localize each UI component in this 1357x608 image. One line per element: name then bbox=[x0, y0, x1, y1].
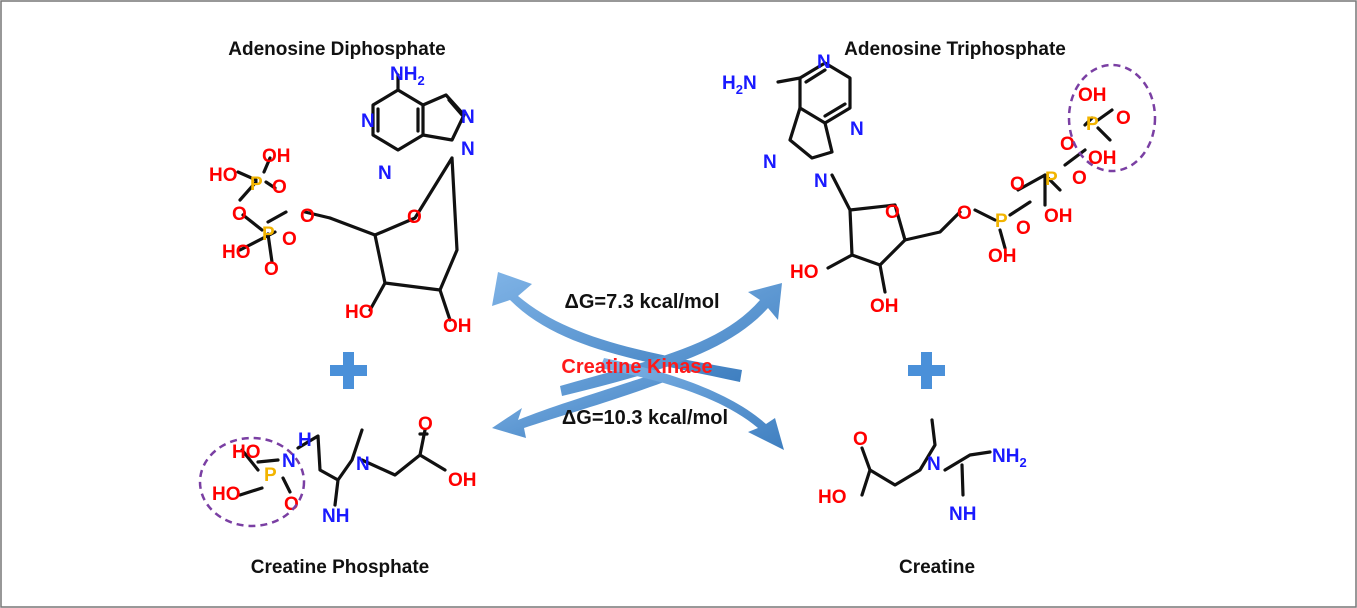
creatine-phosphate-structure: H N N NH O OH HO P HO O bbox=[198, 414, 477, 528]
adp-title: Adenosine Diphosphate bbox=[228, 39, 445, 60]
atp-o-label: O bbox=[1010, 174, 1025, 195]
atp-phosphate-highlight bbox=[1067, 63, 1157, 173]
dg-forward-label: ΔG=7.3 kcal/mol bbox=[564, 291, 719, 313]
adp-n-label: N bbox=[461, 139, 475, 160]
adp-oh-label: OH bbox=[262, 146, 291, 167]
adp-n-label: N bbox=[361, 111, 375, 132]
adp-p-label: P bbox=[262, 224, 275, 245]
atp-oh-label: OH bbox=[1088, 148, 1117, 169]
creatine-title: Creatine bbox=[899, 557, 975, 578]
atp-o-label: O bbox=[957, 203, 972, 224]
adp-o-label: O bbox=[407, 207, 422, 228]
adp-ho-label: HO bbox=[209, 165, 238, 186]
cp-ho-label: HO bbox=[212, 484, 241, 505]
cp-n-label: N bbox=[282, 451, 296, 472]
creatine-n-label: N bbox=[927, 454, 941, 475]
cp-n-label: N bbox=[356, 454, 370, 475]
adp-ho-label: HO bbox=[222, 242, 251, 263]
cp-o-label: O bbox=[418, 414, 433, 435]
atp-oh-label: OH bbox=[1044, 206, 1073, 227]
atp-n-label: N bbox=[763, 152, 777, 173]
arrow-to-creatine bbox=[600, 358, 784, 450]
atp-o-label: O bbox=[1016, 218, 1031, 239]
atp-structure: H2N N N N N O HO OH O P O OH O P O OH O … bbox=[722, 52, 1157, 317]
adp-ho-label: HO bbox=[345, 302, 374, 323]
cp-p-label: P bbox=[264, 465, 277, 486]
cp-nh-label: NH bbox=[322, 506, 349, 527]
atp-p-label: P bbox=[995, 211, 1008, 232]
adp-o-label: O bbox=[264, 259, 279, 280]
dg-reverse-label: ΔG=10.3 kcal/mol bbox=[562, 407, 728, 429]
adp-n-label: N bbox=[461, 107, 475, 128]
plus-icon-right bbox=[908, 352, 945, 389]
adp-o-label: O bbox=[272, 177, 287, 198]
atp-n-label: N bbox=[850, 119, 864, 140]
adp-o-label: O bbox=[300, 206, 315, 227]
adp-n-label: N bbox=[378, 163, 392, 184]
cp-h-label: H bbox=[298, 430, 312, 451]
atp-o-label: O bbox=[885, 202, 900, 223]
atp-p-label: P bbox=[1086, 114, 1099, 135]
plus-icon-left bbox=[330, 352, 367, 389]
enzyme-label: Creatine Kinase bbox=[561, 356, 712, 378]
creatine-phosphate-title: Creatine Phosphate bbox=[251, 557, 429, 578]
atp-n-label: N bbox=[814, 171, 828, 192]
atp-n-label: N bbox=[817, 52, 831, 73]
adp-oh-label: OH bbox=[443, 316, 472, 337]
creatine-ho-label: HO bbox=[818, 487, 847, 508]
creatine-o-label: O bbox=[853, 429, 868, 450]
arrow-to-atp bbox=[560, 283, 782, 396]
atp-oh-label: OH bbox=[1078, 85, 1107, 106]
cp-o-label: O bbox=[284, 494, 299, 515]
creatine-nh2-label: NH2 bbox=[992, 446, 1027, 470]
atp-h2n-label: H2N bbox=[722, 73, 757, 97]
reaction-arrows bbox=[492, 272, 784, 450]
atp-p-label: P bbox=[1045, 169, 1058, 190]
cp-oh-label: OH bbox=[448, 470, 477, 491]
cp-ho-label: HO bbox=[232, 442, 261, 463]
atp-title: Adenosine Triphosphate bbox=[844, 39, 1066, 60]
adp-p-label: P bbox=[250, 174, 263, 195]
arrow-to-adp bbox=[492, 272, 742, 382]
adp-o-label: O bbox=[282, 229, 297, 250]
atp-o-label: O bbox=[1060, 134, 1075, 155]
atp-ho-label: HO bbox=[790, 262, 819, 283]
atp-oh-label: OH bbox=[988, 246, 1017, 267]
adp-structure: NH2 N N N N O O HO OH OH HO P O O P O HO… bbox=[209, 64, 475, 337]
atp-o-label: O bbox=[1072, 168, 1087, 189]
atp-o-label: O bbox=[1116, 108, 1131, 129]
creatine-structure: O HO N NH2 NH bbox=[818, 418, 1027, 525]
creatine-nh-label: NH bbox=[949, 504, 976, 525]
atp-oh-label: OH bbox=[870, 296, 899, 317]
cp-phosphate-highlight bbox=[198, 436, 306, 528]
adp-o-label: O bbox=[232, 204, 247, 225]
adp-nh2-label: NH2 bbox=[390, 64, 425, 88]
arrow-to-cp bbox=[492, 372, 664, 438]
